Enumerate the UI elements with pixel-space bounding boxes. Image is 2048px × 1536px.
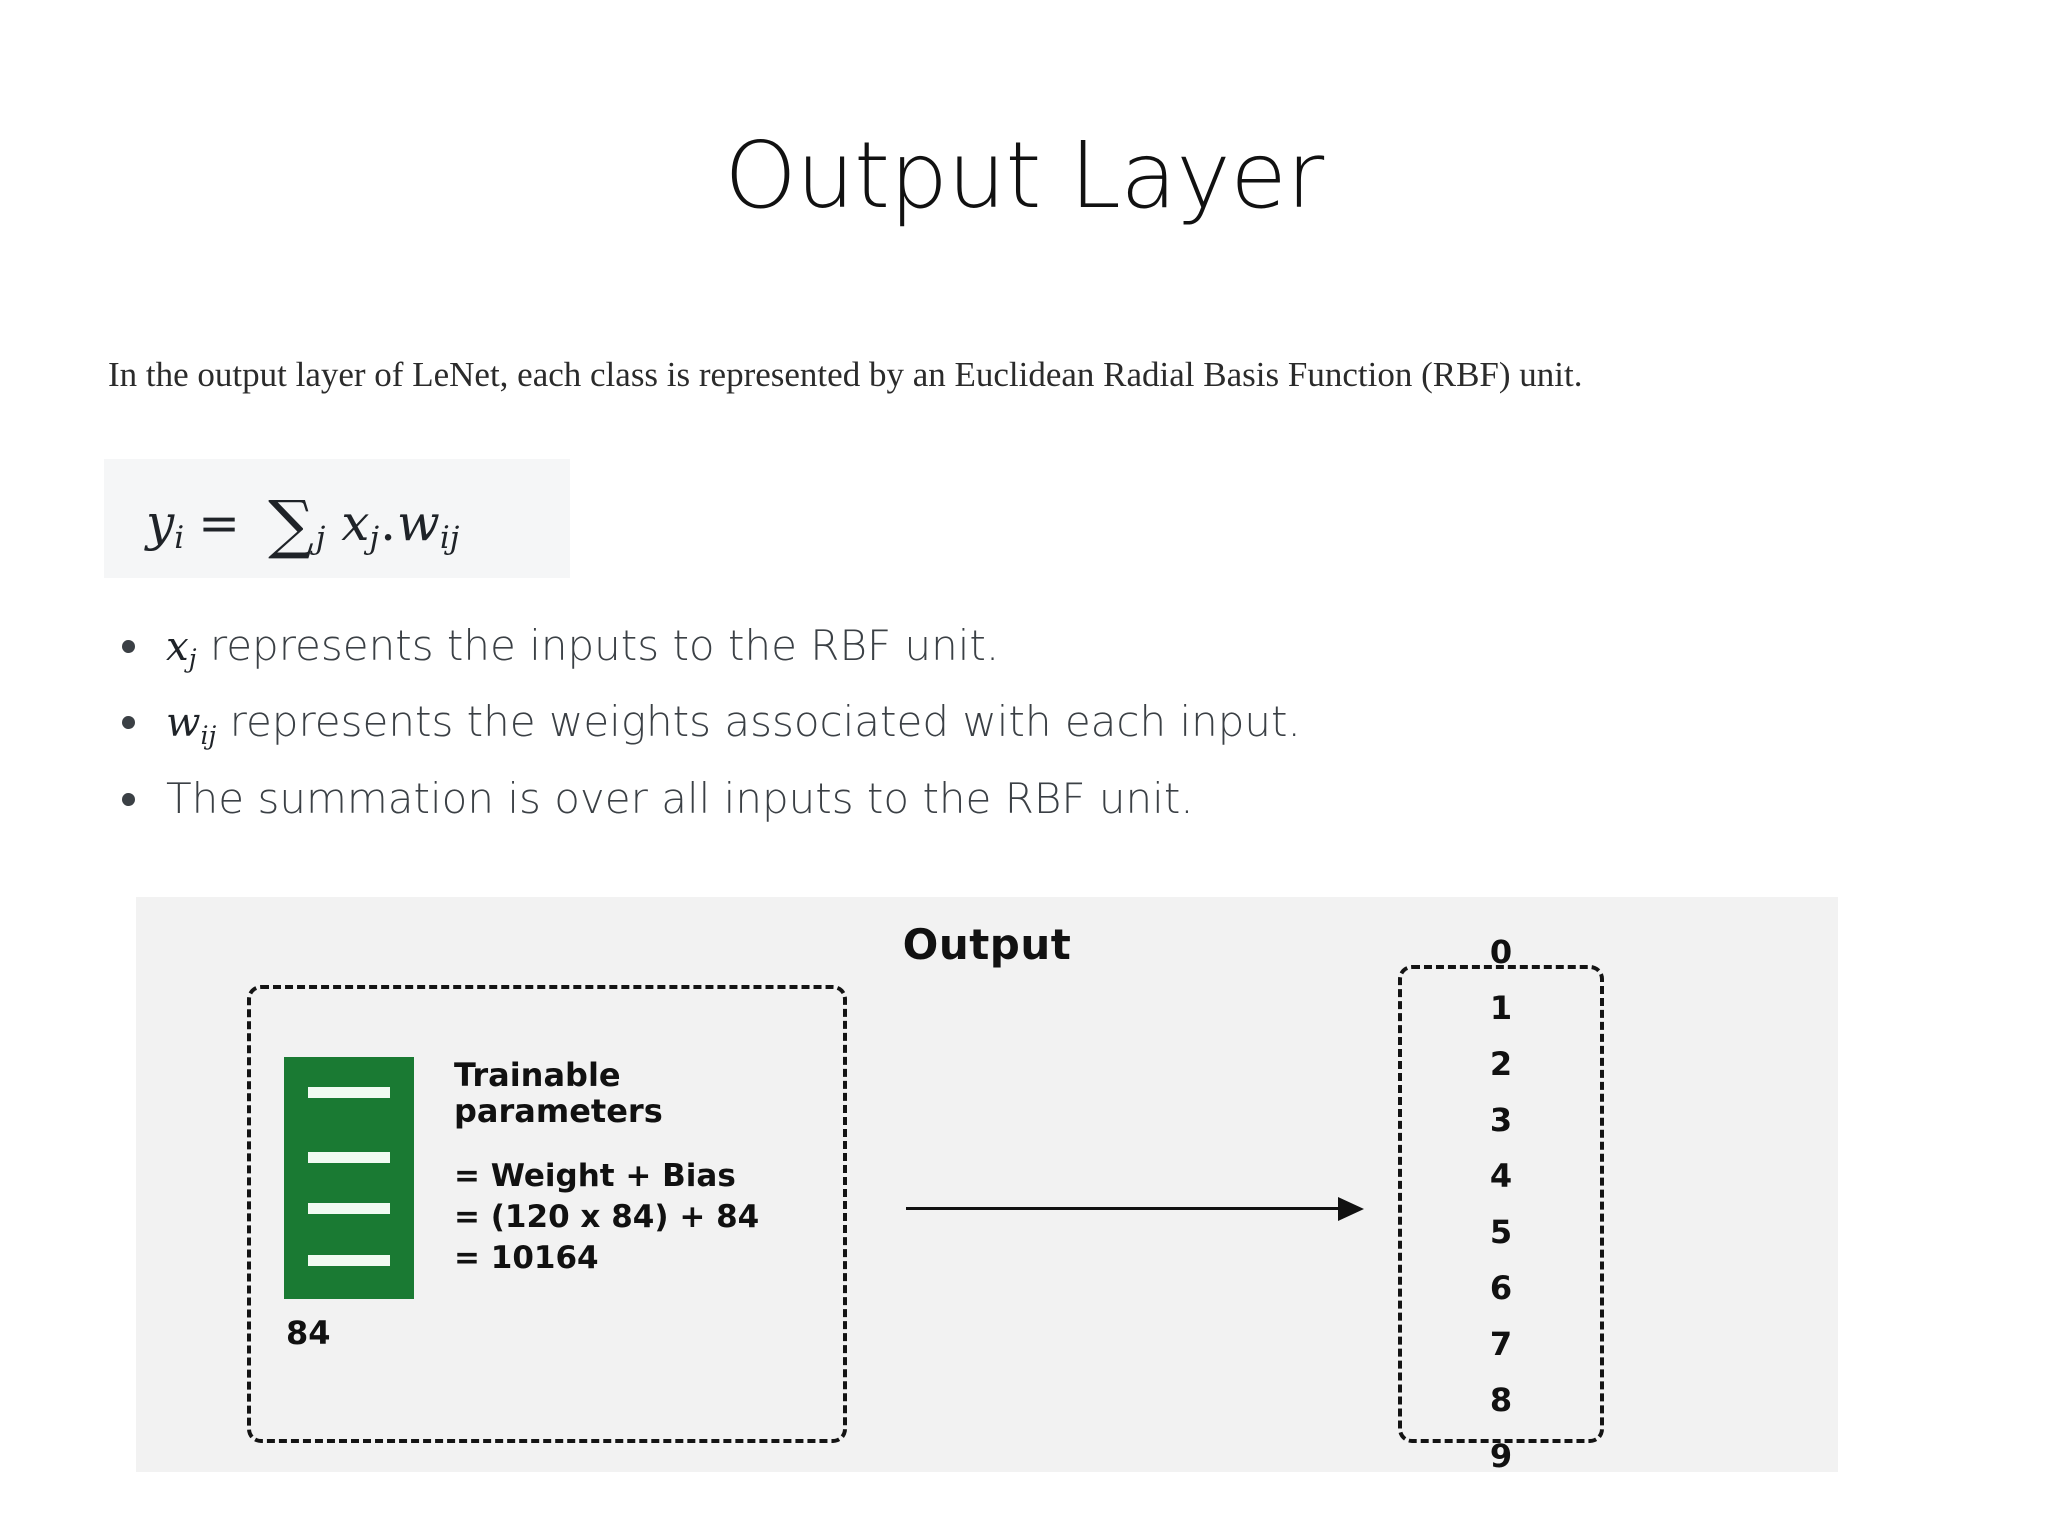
feature-slot-icon	[308, 1203, 390, 1214]
bullet-list: xj represents the inputs to the RBF unit…	[104, 618, 1904, 847]
output-class-item: 3	[1489, 1101, 1513, 1139]
arrow-shaft	[906, 1207, 1346, 1210]
output-class-item: 2	[1489, 1045, 1513, 1083]
feature-slot-icon	[308, 1152, 390, 1163]
bullet-dot-icon	[122, 716, 135, 730]
output-class-item: 1	[1489, 989, 1513, 1027]
params-title: Trainable parameters	[454, 1057, 824, 1130]
feature-map-bar	[284, 1057, 414, 1299]
arrow-head	[1338, 1197, 1364, 1221]
params-title-line1: Trainable	[454, 1056, 621, 1094]
list-item-label: The summation is over all inputs to the …	[166, 773, 1194, 823]
formula-lhs-variable: y	[146, 493, 175, 552]
bullet-math-variable: x	[166, 623, 189, 670]
bullet-math-subscript: j	[188, 644, 197, 674]
list-item: The summation is over all inputs to the …	[104, 771, 1904, 826]
params-title-line2: parameters	[454, 1092, 663, 1131]
params-equation-line: = Weight + Bias	[454, 1157, 736, 1194]
summation-icon: ∑	[268, 487, 314, 562]
output-class-item: 8	[1489, 1381, 1513, 1419]
page-title: Output Layer	[724, 122, 1324, 229]
formula-lhs-subscript: i	[174, 520, 185, 557]
params-equation-line: = 10164	[454, 1240, 599, 1277]
output-class-item: 6	[1489, 1269, 1513, 1307]
list-item-label: represents the inputs to the RBF unit.	[196, 621, 1000, 670]
bullet-dot-icon	[122, 792, 135, 806]
feature-map-size-label: 84	[286, 1314, 331, 1352]
bullet-math-variable: w	[166, 699, 201, 747]
bullet-math: wij	[166, 699, 216, 749]
formula-term2-variable: w	[397, 493, 440, 552]
params-equation-line: = (120 x 84) + 84	[454, 1199, 760, 1236]
output-classes-group	[1398, 965, 1604, 1443]
list-item-label: represents the weights associated with e…	[216, 697, 1301, 747]
bullet-math: xj	[166, 623, 197, 674]
feature-slot-icon	[308, 1087, 390, 1098]
diagram-heading: Output	[902, 920, 1072, 969]
output-class-item: 5	[1489, 1213, 1513, 1251]
intro-paragraph: In the output layer of LeNet, each class…	[108, 355, 1583, 394]
list-item: wij represents the weights associated wi…	[104, 694, 1904, 750]
output-class-list: 0 1 2 3 4 5 6 7 8 9	[1398, 936, 1604, 1472]
trainable-params-block: Trainable parameters = Weight + Bias = (…	[454, 1057, 824, 1280]
formula-term2-subscript: ij	[439, 520, 460, 557]
output-class-item: 4	[1489, 1157, 1513, 1195]
feature-slot-icon	[308, 1255, 390, 1266]
trainable-params-group	[247, 985, 847, 1443]
formula-operator: .	[380, 493, 397, 552]
bullet-math-subscript: ij	[200, 720, 217, 750]
flow-arrow-icon	[906, 1197, 1366, 1221]
list-item: xj represents the inputs to the RBF unit…	[104, 618, 1904, 673]
output-class-item: 0	[1489, 933, 1513, 971]
bullet-dot-icon	[122, 640, 135, 653]
formula-equals: =	[198, 493, 241, 552]
diagram-panel: Output 84 Trainable parameters = Weight …	[136, 897, 1838, 1472]
formula-sum-subscript: j	[315, 520, 326, 557]
formula-term1-variable: x	[341, 493, 370, 552]
output-class-item: 7	[1489, 1325, 1513, 1363]
formula-term1-subscript: j	[369, 520, 380, 557]
output-class-item: 9	[1489, 1437, 1513, 1475]
